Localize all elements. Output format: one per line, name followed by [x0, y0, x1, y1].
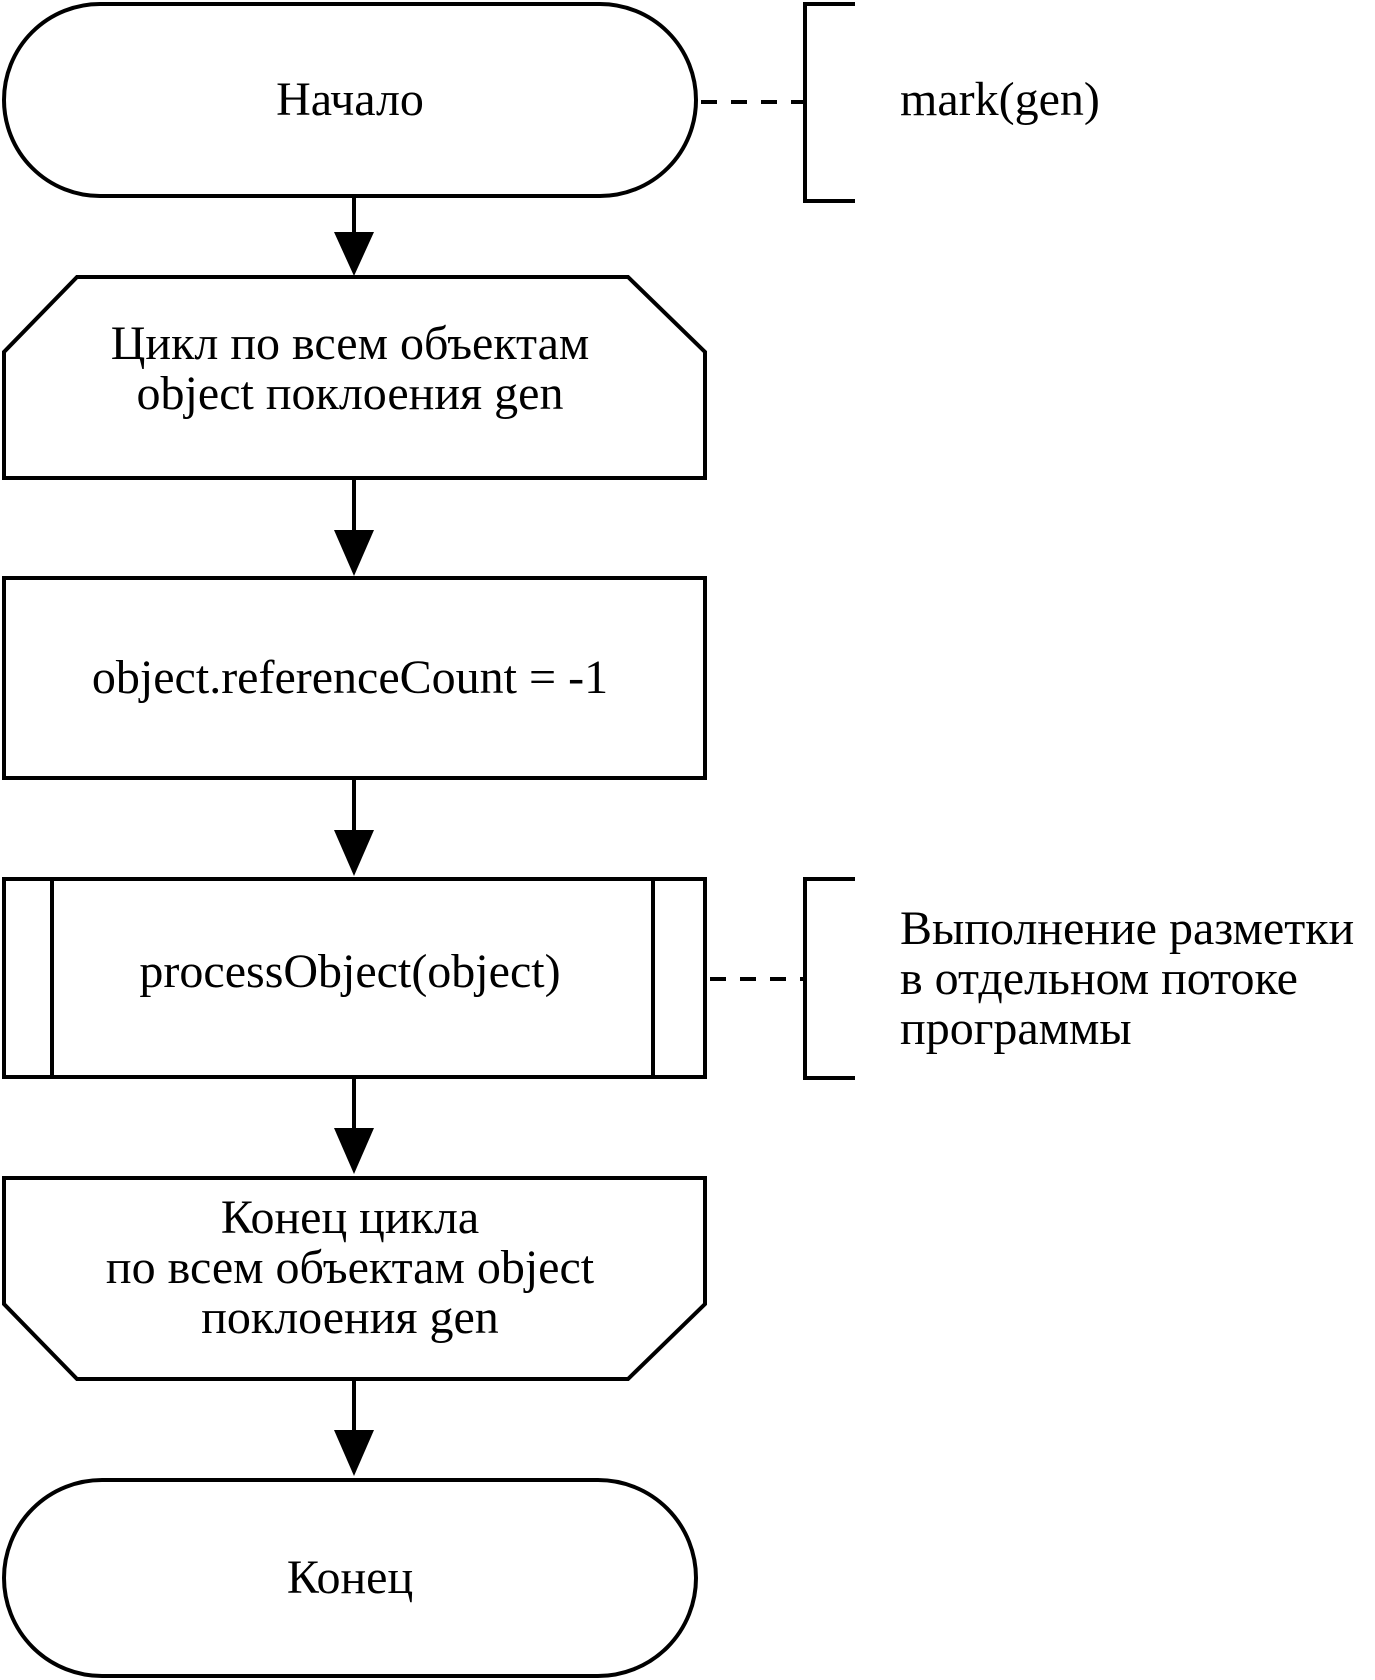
loop-start-line-2: object поклоения gen — [137, 367, 564, 420]
loop-start-block: Цикл по всем объектам object поклоения g… — [2, 275, 707, 480]
loop-end-line-1: Конец цикла — [221, 1191, 479, 1244]
arrow-loop-to-assign — [334, 478, 374, 576]
start-comment-bracket — [803, 2, 855, 203]
process-label: processObject(object) — [139, 945, 560, 998]
assign-label: object.referenceCount = -1 — [92, 651, 608, 704]
loop-end-block: Конец цикла по всем объектам object покл… — [2, 1176, 707, 1381]
start-comment-label: mark(gen) — [900, 73, 1100, 126]
start-label: Начало — [276, 73, 424, 126]
process-comment-line-2: в отдельном потоке — [900, 952, 1298, 1005]
start-comment: mark(gen) — [701, 2, 1100, 203]
process-comment-bracket — [803, 877, 855, 1080]
arrow-assign-to-process — [334, 778, 374, 876]
loop-end-line-3: поклоения gen — [201, 1291, 499, 1344]
end-terminator: Конец — [2, 1478, 698, 1678]
process-block: processObject(object) — [2, 877, 707, 1079]
assign-block: object.referenceCount = -1 — [2, 576, 707, 780]
loop-start-line-1: Цикл по всем объектам — [111, 317, 590, 370]
end-label: Конец — [287, 1551, 413, 1604]
loop-end-line-2: по всем объектам object — [106, 1241, 595, 1294]
arrow-loop-end-to-end — [334, 1379, 374, 1476]
process-comment: Выполнение разметки в отдельном потоке п… — [710, 877, 1354, 1080]
start-terminator: Начало — [2, 2, 698, 198]
arrow-process-to-loop-end — [334, 1077, 374, 1174]
process-comment-line-1: Выполнение разметки — [900, 902, 1354, 955]
process-comment-line-3: программы — [900, 1002, 1132, 1055]
